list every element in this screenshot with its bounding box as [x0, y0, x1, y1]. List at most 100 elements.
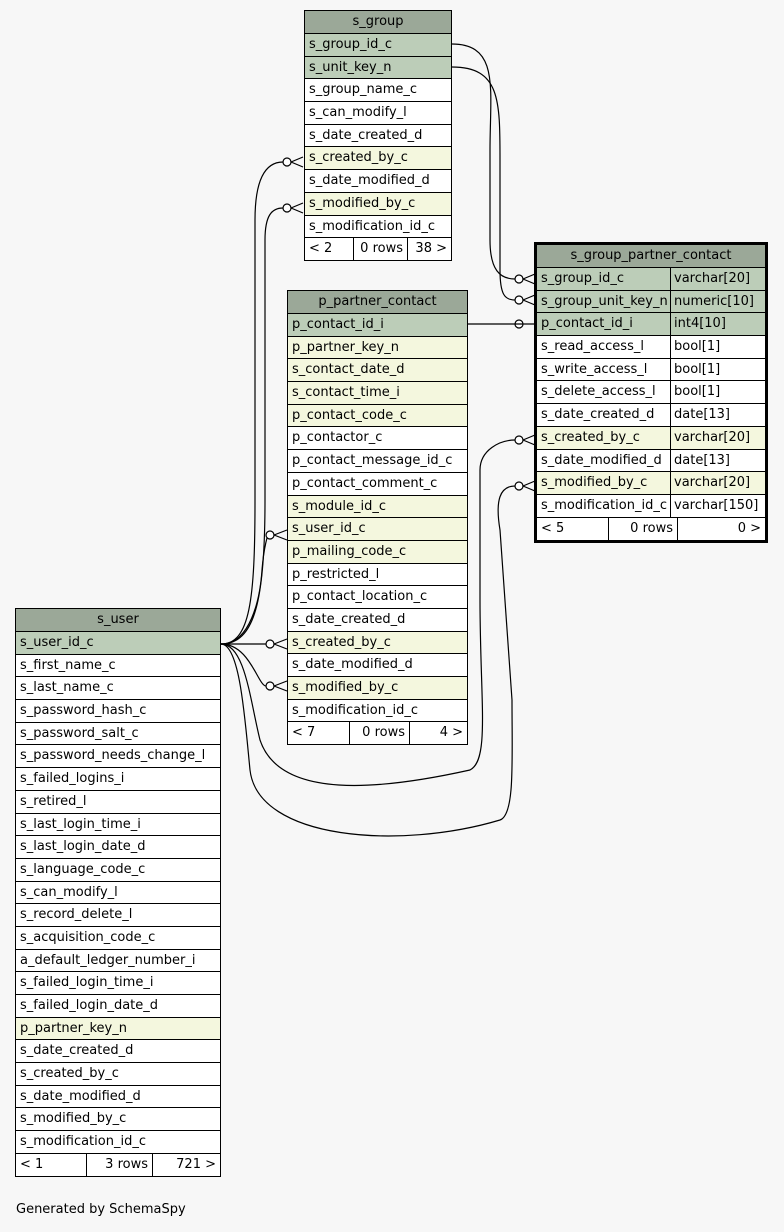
column-name: s_date_created_d: [292, 611, 406, 627]
column-row-p-restricted-l[interactable]: p_restricted_l: [288, 563, 467, 587]
column-row-s-group-id-c[interactable]: s_group_id_c: [305, 34, 451, 57]
column-row-s-contact-time-i[interactable]: s_contact_time_i: [288, 382, 467, 405]
column-row-s-failed-logins-i[interactable]: s_failed_logins_i: [16, 768, 220, 791]
column-row-s-modified-by-c[interactable]: s_modified_by_c: [288, 677, 467, 700]
column-row-s-date-created-d[interactable]: s_date_created_d: [305, 124, 451, 148]
column-row-s-modified-by-c[interactable]: s_modified_by_c: [305, 192, 451, 216]
column-row-p-contactor-c[interactable]: p_contactor_c: [288, 427, 467, 451]
column-row-s-created-by-c[interactable]: s_created_by_c: [16, 1063, 220, 1086]
column-row-p-partner-key-n[interactable]: p_partner_key_n: [16, 1017, 220, 1041]
column-row-s-modification-id-c[interactable]: s_modification_id_c: [16, 1131, 220, 1154]
column-name: s_password_hash_c: [20, 703, 147, 719]
column-row-s-modification-id-c[interactable]: s_modification_id_c: [305, 215, 451, 239]
column-name: s_date_modified_d: [292, 657, 413, 673]
column-row-s-can-modify-l[interactable]: s_can_modify_l: [305, 102, 451, 125]
column-name: s_last_name_c: [20, 680, 114, 696]
column-row-p-contact-message-id-c[interactable]: p_contact_message_id_c: [288, 450, 467, 473]
footer-children[interactable]: 38 >: [407, 238, 451, 261]
column-row-s-password-needs-change-l[interactable]: s_password_needs_change_l: [16, 745, 220, 769]
footer-children[interactable]: 721 >: [152, 1153, 220, 1176]
footer-row-count: 0 rows: [608, 517, 677, 540]
column-row-s-modified-by-c[interactable]: s_modified_by_c: [16, 1108, 220, 1132]
column-row-s-retired-l[interactable]: s_retired_l: [16, 790, 220, 814]
footer-children[interactable]: 0 >: [677, 517, 765, 540]
column-row-s-password-hash-c[interactable]: s_password_hash_c: [16, 700, 220, 723]
column-row-s-date-created-d[interactable]: s_date_created_d: [16, 1040, 220, 1064]
column-row-p-contact-code-c[interactable]: p_contact_code_c: [288, 404, 467, 428]
column-name: s_modified_by_c: [541, 475, 648, 491]
column-row-s-last-login-time-i[interactable]: s_last_login_time_i: [16, 813, 220, 837]
column-row-p-contact-id-i[interactable]: p_contact_id_i: [288, 314, 467, 337]
link-user-group-created: [220, 161, 284, 645]
column-name: s_modification_id_c: [541, 497, 667, 513]
column-row-s-group-name-c[interactable]: s_group_name_c: [305, 79, 451, 103]
crowfoot-marker: [273, 680, 288, 692]
table-title[interactable]: p_partner_contact: [288, 291, 467, 314]
column-row-p-contact-comment-c[interactable]: p_contact_comment_c: [288, 472, 467, 496]
table-title[interactable]: s_group: [305, 11, 451, 34]
footer-parents[interactable]: < 1: [20, 1156, 44, 1172]
column-row-p-contact-location-c[interactable]: p_contact_location_c: [288, 586, 467, 609]
column-row-p-mailing-code-c[interactable]: p_mailing_code_c: [288, 540, 467, 564]
link-end-marker: [514, 435, 524, 445]
footer-parents[interactable]: < 7: [292, 725, 316, 741]
table-title[interactable]: s_user: [16, 609, 220, 632]
column-row-s-record-delete-l[interactable]: s_record_delete_l: [16, 904, 220, 927]
column-name: s_module_id_c: [292, 498, 387, 514]
column-row-s-contact-date-d[interactable]: s_contact_date_d: [288, 359, 467, 383]
column-row-s-created-by-c[interactable]: s_created_by_c: [288, 631, 467, 655]
column-row-s-module-id-c[interactable]: s_module_id_c: [288, 495, 467, 519]
column-type: bool[1]: [670, 336, 765, 358]
column-row-s-acquisition-code-c[interactable]: s_acquisition_code_c: [16, 926, 220, 950]
column-row-s-date-modified-d[interactable]: s_date_modified_d: [16, 1085, 220, 1109]
column-row-s-user-id-c[interactable]: s_user_id_c: [16, 632, 220, 655]
column-row-s-date-modified-d[interactable]: s_date_modified_d: [305, 170, 451, 193]
column-row-s-can-modify-l[interactable]: s_can_modify_l: [16, 881, 220, 905]
column-name: s_created_by_c: [20, 1066, 119, 1082]
column-row-s-first-name-c[interactable]: s_first_name_c: [16, 654, 220, 678]
footer-parents[interactable]: < 2: [309, 241, 333, 257]
column-row-a-default-ledger-number-i[interactable]: a_default_ledger_number_i: [16, 949, 220, 973]
column-row-s-modification-id-c[interactable]: s_modification_id_c: [288, 699, 467, 723]
column-row-s-failed-login-time-i[interactable]: s_failed_login_time_i: [16, 972, 220, 995]
column-row-s-password-salt-c[interactable]: s_password_salt_c: [16, 722, 220, 746]
column-row-s-date-created-d[interactable]: s_date_created_d: [288, 608, 467, 632]
column-name: s_created_by_c: [541, 429, 640, 445]
column-row-s-date-modified-d[interactable]: s_date_modified_d: [288, 654, 467, 677]
column-row-s-created-by-c[interactable]: s_created_by_c: [305, 147, 451, 171]
footer-children[interactable]: 4 >: [409, 722, 467, 745]
column-name: s_group_id_c: [309, 37, 393, 52]
column-row-s-user-id-c[interactable]: s_user_id_c: [288, 518, 467, 541]
column-name: s_language_code_c: [20, 861, 146, 877]
table-footer: < 1 3 rows 721 >: [16, 1153, 220, 1176]
column-row-s-unit-key-n[interactable]: s_unit_key_n: [305, 56, 451, 80]
column-name: s_date_created_d: [309, 127, 423, 143]
column-name: p_restricted_l: [292, 566, 380, 582]
table-footer: < 7 0 rows 4 >: [288, 722, 467, 745]
footer-parents[interactable]: < 5: [541, 520, 565, 536]
column-row-s-language-code-c[interactable]: s_language_code_c: [16, 858, 220, 882]
column-row-p-partner-key-n[interactable]: p_partner_key_n: [288, 336, 467, 360]
column-name: p_partner_key_n: [20, 1020, 127, 1036]
column-name: a_default_ledger_number_i: [20, 952, 196, 968]
column-row-s-last-name-c[interactable]: s_last_name_c: [16, 677, 220, 701]
column-row-s-last-login-date-d[interactable]: s_last_login_date_d: [16, 836, 220, 859]
column-row-s-failed-login-date-d[interactable]: s_failed_login_date_d: [16, 995, 220, 1018]
table-title[interactable]: s_group_partner_contact: [537, 245, 765, 268]
